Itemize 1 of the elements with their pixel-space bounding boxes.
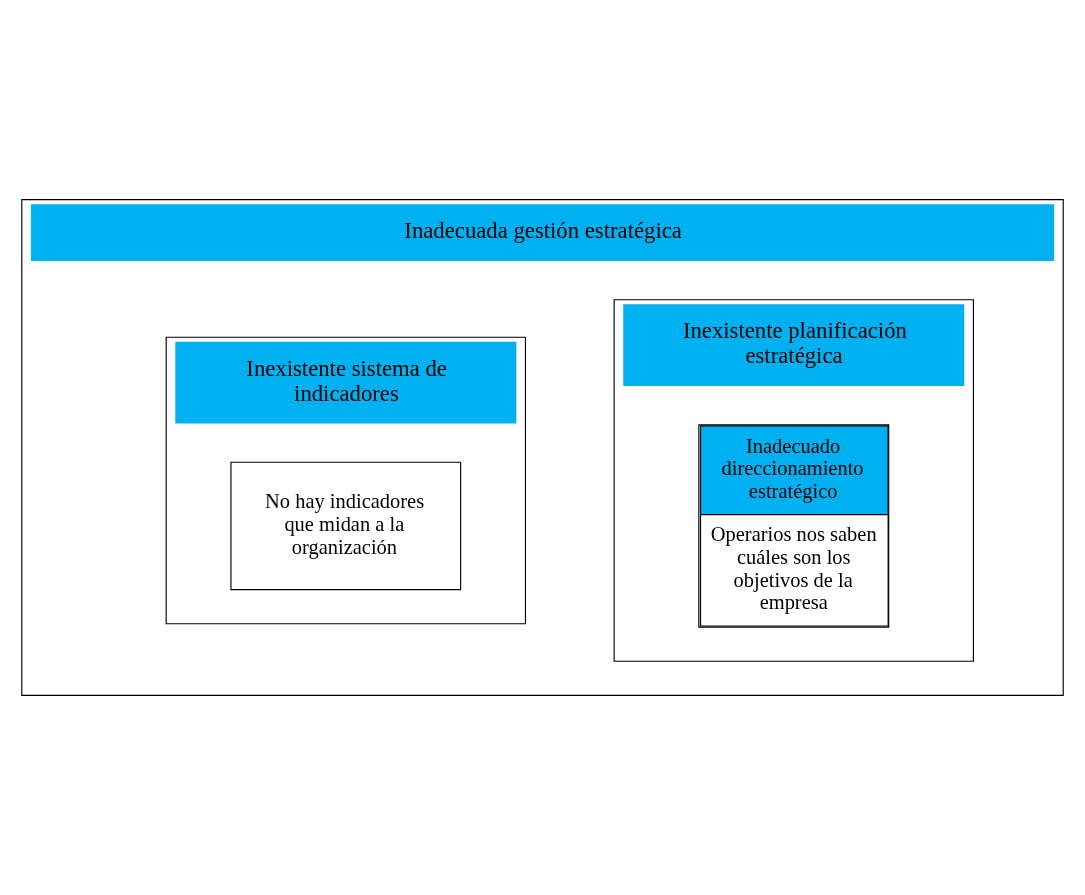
node-box: No hay indicadores que midan a la organización	[230, 461, 462, 591]
